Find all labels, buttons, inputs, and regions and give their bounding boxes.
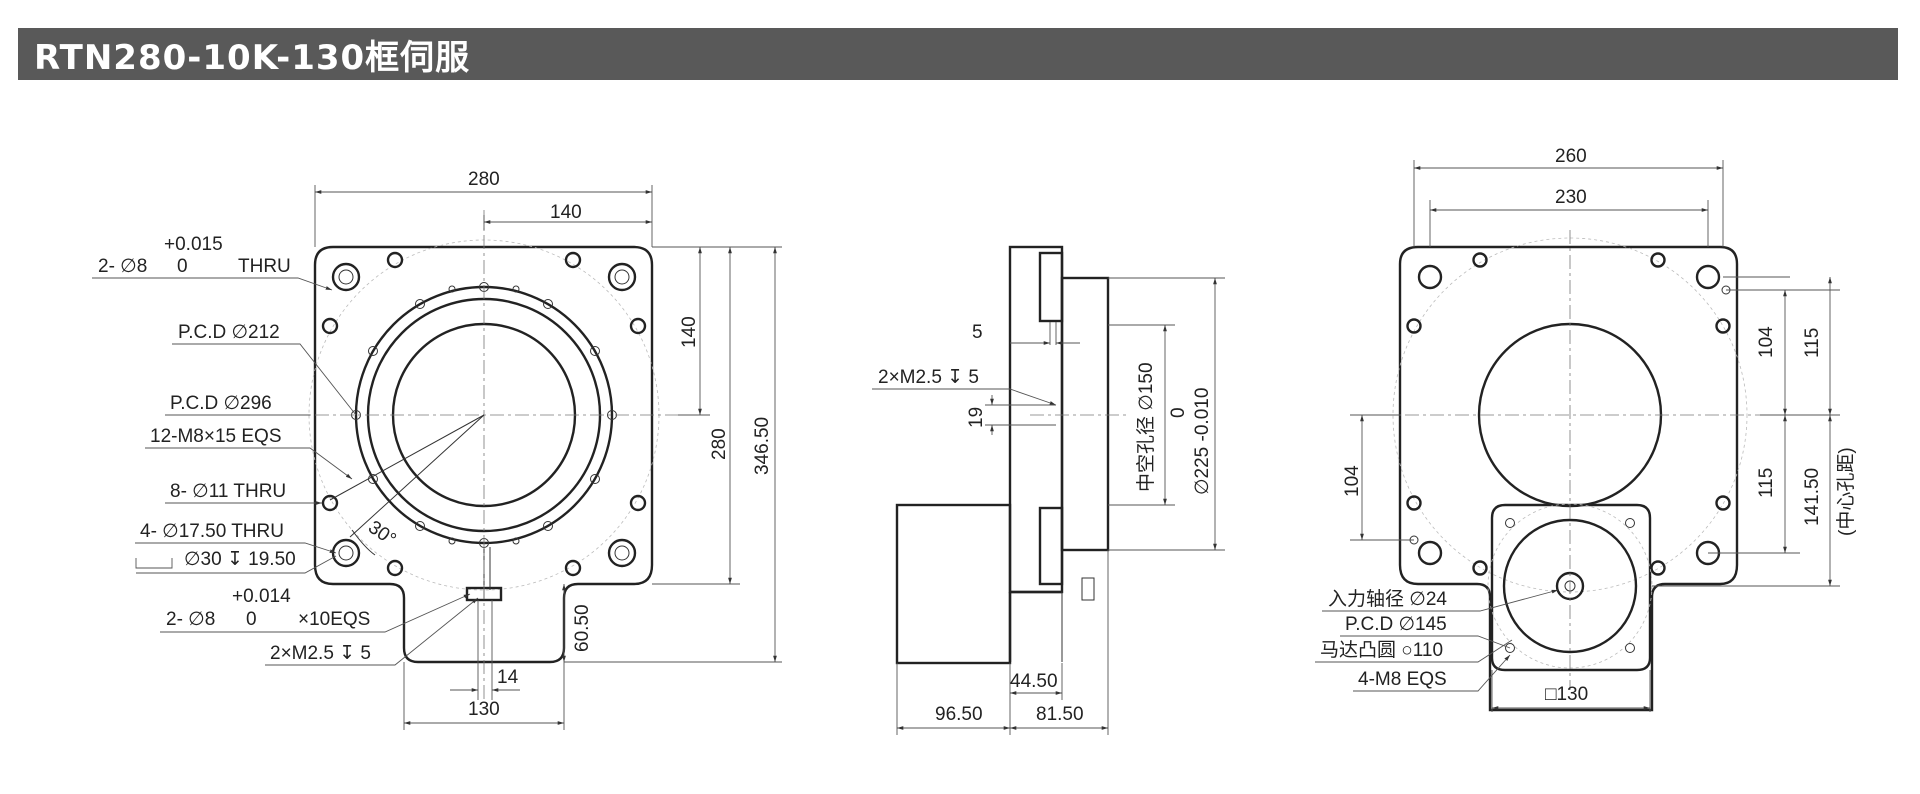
rear-note-shaft: 入力轴径 ∅24 (1328, 588, 1447, 610)
side-dim-96: 96.50 (935, 704, 983, 725)
front-note-pcd212: P.C.D ∅212 (178, 322, 280, 343)
rear-note-boss: 马达凸圆 ○110 (1320, 639, 1443, 661)
rear-note-m8: 4-M8 EQS (1358, 669, 1447, 690)
front-note-cbore: ∅30 ↧ 19.50 (184, 549, 296, 570)
side-note-m25: 2×M2.5 ↧ 5 (878, 367, 979, 388)
rear-dim-230: 230 (1555, 187, 1587, 208)
rear-motor-square (1490, 503, 1652, 672)
side-dim-5: 5 (972, 322, 983, 343)
front-dim-280-top: 280 (468, 169, 500, 190)
front-m8-holes (351, 282, 617, 548)
page-title: RTN280-10K-130框伺服 (34, 37, 471, 78)
front-note1-tol-upper: +0.015 (164, 234, 223, 255)
rear-housing-outline (1398, 245, 1739, 712)
front-note2-suffix: ×10EQS (298, 609, 370, 630)
rear-dim-104-right: 104 (1756, 326, 1777, 358)
rear-dim-104-left: 104 (1342, 465, 1363, 497)
side-motor-adapter (895, 503, 1012, 665)
front-view: 30° 280 140 140 280 346.50 60.50 130 14 (92, 169, 782, 730)
title-bar: RTN280-10K-130框伺服 (18, 28, 1898, 80)
front-note1-tol-lower: 0 (177, 256, 188, 277)
side-dim-81: 81.50 (1036, 704, 1084, 725)
front-note2-tol-upper: +0.014 (232, 586, 291, 607)
front-note-11: 8- ∅11 THRU (170, 481, 286, 502)
front-note2-tol-lower: 0 (246, 609, 257, 630)
front-note-pcd296: P.C.D ∅296 (170, 393, 272, 414)
front-housing-outline (313, 245, 654, 664)
side-dim-44: 44.50 (1010, 671, 1058, 692)
rear-view: 260 230 104 115 115 141.50 (中心孔距) 104 入力… (1315, 146, 1857, 712)
front-dim-140-right: 140 (679, 316, 700, 348)
rear-dim-260: 260 (1555, 146, 1587, 167)
rear-corner-holes (1417, 264, 1721, 566)
front-dim-140-top: 140 (550, 202, 582, 223)
side-flange (1060, 276, 1110, 552)
side-housing (1008, 245, 1064, 594)
side-hollow-label: 中空孔径 ∅150 (1135, 362, 1157, 492)
side-view: 5 2×M2.5 ↧ 5 19 中空孔径 ∅150 0 ∅225 -0.010 … (872, 245, 1225, 735)
front-note-1750: 4- ∅17.50 THRU (140, 521, 284, 542)
front-note-m8: 12-M8×15 EQS (150, 426, 282, 447)
side-dim-19: 19 (966, 407, 987, 428)
front-corner-holes (331, 262, 637, 568)
rear-center-distance: (中心孔距) (1835, 447, 1857, 536)
rear-dim-115-right: 115 (1802, 328, 1823, 358)
rear-dim-130-square: □130 (1545, 684, 1588, 705)
front-dim-60: 60.50 (572, 604, 593, 652)
front-dim-280-right: 280 (709, 428, 730, 460)
front-dim-14: 14 (497, 667, 519, 688)
front-note1-main: 2- ∅8 (98, 256, 147, 277)
front-note2-main: 2- ∅8 (166, 609, 215, 630)
side-bore-225: ∅225 -0.010 (1192, 388, 1213, 495)
rear-note-pcd145: P.C.D ∅145 (1345, 614, 1447, 635)
side-connector (1081, 577, 1095, 601)
front-thru-holes (321, 251, 647, 577)
front-dim-130: 130 (468, 699, 500, 720)
front-note1-suffix: THRU (238, 256, 291, 277)
front-dim-346: 346.50 (752, 417, 773, 475)
rear-dim-115-bottom: 115 (1756, 468, 1777, 498)
rear-thru-holes (1406, 252, 1731, 576)
rear-dim-141: 141.50 (1802, 468, 1823, 526)
front-angle-label: 30° (364, 517, 400, 551)
rear-motor-boss (1502, 518, 1638, 654)
front-note-m25: 2×M2.5 ↧ 5 (270, 643, 371, 664)
side-tol-zero: 0 (1168, 407, 1189, 418)
